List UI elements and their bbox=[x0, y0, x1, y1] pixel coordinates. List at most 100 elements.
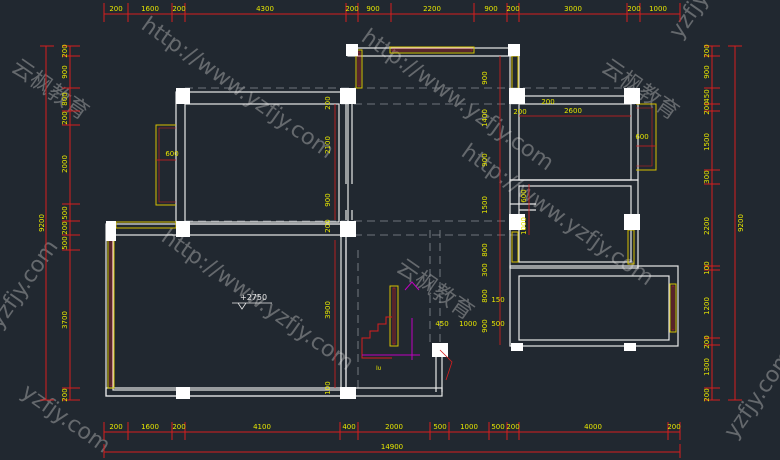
dim-label: 2000 bbox=[385, 423, 403, 431]
dim-label: 1000 bbox=[459, 320, 477, 328]
column bbox=[106, 221, 116, 241]
dim-label: 900 bbox=[366, 5, 379, 13]
column bbox=[624, 214, 640, 230]
dim-label: 4100 bbox=[253, 423, 271, 431]
elevation-label: +2750 bbox=[240, 293, 267, 302]
dim-label: 200 bbox=[345, 5, 358, 13]
stair[interactable] bbox=[361, 281, 453, 381]
dim-label: 1600 bbox=[141, 423, 159, 431]
dim-label: 200 bbox=[703, 335, 711, 348]
walls bbox=[105, 47, 679, 397]
dim-label: 200 bbox=[61, 111, 69, 124]
dim-label: 300 bbox=[703, 170, 711, 183]
dim-label: 4000 bbox=[584, 423, 602, 431]
wall-room-lower-right bbox=[509, 265, 679, 347]
dim-label: 900 bbox=[703, 65, 711, 78]
dim-label: 200 bbox=[703, 101, 711, 114]
dim-label: 2600 bbox=[564, 107, 582, 115]
dim-label: 200 bbox=[61, 44, 69, 57]
dim-label: 200 bbox=[172, 5, 185, 13]
inner-dimension-lines bbox=[156, 56, 656, 388]
column bbox=[340, 221, 356, 237]
column bbox=[340, 387, 356, 399]
wall-bottom bbox=[105, 387, 443, 397]
dim-label: 1300 bbox=[703, 358, 711, 376]
top-dimension-labels: 200 1600 200 4300 200 900 2200 900 200 3… bbox=[109, 5, 667, 13]
column bbox=[176, 88, 190, 104]
dim-label: 200 bbox=[324, 96, 332, 109]
dim-label: 200 bbox=[61, 221, 69, 234]
dim-label: 200 bbox=[703, 388, 711, 401]
dim-label: 500 bbox=[61, 236, 69, 249]
dim-label: 100 bbox=[324, 381, 332, 394]
dim-label: 200 bbox=[61, 388, 69, 401]
watermark-short: yzfjy.com bbox=[664, 0, 743, 43]
column bbox=[624, 343, 636, 351]
inner-dimension-labels: 600 2600 600 200 200 150 200 2100 900 20… bbox=[165, 71, 648, 394]
column bbox=[511, 343, 523, 351]
watermark-brand: 云枫教育 bbox=[7, 54, 93, 125]
column bbox=[509, 214, 525, 230]
dim-label: 1000 bbox=[520, 217, 528, 235]
bottom-dimension-chain bbox=[103, 422, 681, 458]
dim-label: 900 bbox=[484, 5, 497, 13]
right-dimension-labels: 9200 200 900 450 200 1500 300 2200 100 1… bbox=[703, 44, 745, 401]
dim-label: 1500 bbox=[481, 196, 489, 214]
dim-label: 200 bbox=[541, 98, 554, 106]
columns bbox=[106, 44, 640, 399]
wall-room-upper-left-inner bbox=[184, 103, 340, 223]
dim-label: 600 bbox=[520, 189, 528, 202]
dim-label: 500 bbox=[491, 423, 504, 431]
column bbox=[340, 88, 356, 104]
dim-label: 3700 bbox=[61, 311, 69, 329]
bottom-dimension-labels: 200 1600 200 4100 400 2000 500 1000 500 … bbox=[109, 423, 680, 451]
dim-label: 200 bbox=[324, 219, 332, 232]
column bbox=[176, 387, 190, 399]
dim-label: 1000 bbox=[460, 423, 478, 431]
dim-label: 9200 bbox=[38, 214, 46, 232]
dim-label: 450 bbox=[435, 320, 448, 328]
column bbox=[176, 221, 190, 237]
dim-label: 800 bbox=[481, 243, 489, 256]
dim-label: 200 bbox=[506, 5, 519, 13]
dim-label: 800 bbox=[61, 92, 69, 105]
dim-label: 3000 bbox=[564, 5, 582, 13]
dim-label: 800 bbox=[481, 289, 489, 302]
dim-label: 900 bbox=[481, 71, 489, 84]
left-dimension-labels: 9200 200 900 800 200 2000 500 200 500 37… bbox=[38, 44, 69, 401]
column bbox=[508, 44, 520, 56]
dim-label: 100 bbox=[703, 261, 711, 274]
dim-label: 200 bbox=[172, 423, 185, 431]
dim-label: 400 bbox=[342, 423, 355, 431]
column bbox=[509, 88, 525, 104]
column bbox=[346, 44, 358, 56]
watermark-short: yzfjy.com bbox=[719, 345, 780, 443]
dim-label: 600 bbox=[165, 150, 178, 158]
dim-label: 9200 bbox=[737, 214, 745, 232]
watermark-short: yzfjy.com bbox=[0, 235, 64, 333]
dim-label: 900 bbox=[481, 153, 489, 166]
left-dimension-chain bbox=[40, 45, 80, 401]
windows bbox=[107, 46, 677, 389]
dim-label: 900 bbox=[61, 65, 69, 78]
top-dimension-chain bbox=[103, 3, 681, 22]
dim-label: 200 bbox=[109, 423, 122, 431]
dim-label: 450 bbox=[703, 89, 711, 102]
dim-label: 150 bbox=[491, 296, 504, 304]
column bbox=[624, 88, 640, 104]
dim-label: 2200 bbox=[423, 5, 441, 13]
dim-label: 2200 bbox=[703, 217, 711, 235]
dim-label: 1600 bbox=[141, 5, 159, 13]
stair-up-label: Iᴜ bbox=[376, 365, 382, 372]
elevation-marker: +2750 bbox=[232, 293, 272, 310]
dim-label: 500 bbox=[61, 206, 69, 219]
dim-label: 200 bbox=[506, 423, 519, 431]
dim-label: 200 bbox=[667, 423, 680, 431]
dim-label: 200 bbox=[109, 5, 122, 13]
dim-label: 600 bbox=[635, 133, 648, 141]
total-dim-label: 14900 bbox=[381, 443, 403, 451]
dim-label: 200 bbox=[627, 5, 640, 13]
dim-label: 300 bbox=[481, 263, 489, 276]
right-dimension-chain bbox=[704, 45, 742, 401]
